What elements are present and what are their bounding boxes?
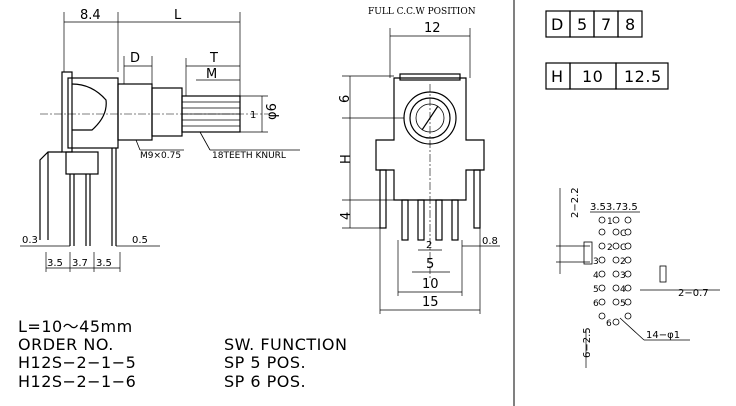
thread-label: M9×0.75 [140,151,181,161]
d-cell-2: 7 [601,15,612,34]
dim-T: T [209,51,218,66]
pitch-3-5-a: 3.5 [47,258,63,269]
dim-8-4: 8.4 [80,8,101,23]
front-view-title: FULL C.C.W POSITION [368,7,476,17]
pin-label-8: 5 [593,285,599,295]
pin-label-6: 4 [593,271,599,281]
side-view: 8.4 L D T M φ6 1 [20,8,300,272]
h-cell-0: H [551,67,564,86]
dim-phi6: φ6 [265,103,280,120]
pitch-3-5-b: 3.5 [96,258,112,269]
d-cell-0: D [551,15,564,34]
dim-0-8: 0.8 [482,236,498,247]
dim-14-phi1: 14−φ1 [646,330,680,341]
sw-function-1: SP 5 POS. [224,353,307,372]
dim-0-3: 0.3 [22,235,38,246]
l-range-note: L=10～45mm [18,317,133,336]
pin-label-1: C [620,229,626,239]
dim-2-0-7: 2−0.7 [678,288,709,299]
spec-table-h: H 10 12.5 [545,62,669,90]
pin-label-5: 2 [620,257,626,267]
pitch-label: 3.53.73.5 [590,202,638,213]
pin-label-0: 1 [607,217,613,227]
pcb-footprint: 2−2.2 3.53.73.5 [556,187,720,368]
pin-label-10: 6 [593,299,599,309]
dim-0-5: 0.5 [132,235,148,246]
d-cell-1: 5 [577,15,588,34]
pin-label-4: 3 [593,257,599,267]
dim-2-2-2: 2−2.2 [570,187,581,218]
h-cell-1: 10 [582,67,603,86]
spec-table-d: D 5 7 8 [545,10,643,38]
dim-H: H [339,154,354,164]
footprint-pins [598,216,632,326]
dim-15: 15 [422,295,439,310]
dim-2: 2 [426,240,432,251]
pin-label-9: 4 [620,285,626,295]
dim-5: 5 [426,257,434,272]
pin-label-7: 3 [620,271,626,281]
pin-label-12: 6 [606,319,612,329]
pin-label-11: 5 [620,299,626,309]
pin-label-2: 2 [607,243,613,253]
pin-label-3: C [620,243,626,253]
front-view: FULL C.C.W POSITION 12 6 H 4 2 [338,7,500,314]
pitch-3-7: 3.7 [72,258,88,269]
dim-10: 10 [422,277,439,292]
dim-1: 1 [250,110,256,121]
h-cell-2: 12.5 [624,67,662,86]
knurl-label: 18TEETH KNURL [212,151,286,161]
dim-6-2-5: 6−2.5 [582,327,593,358]
dim-4-vertical: 4 [339,212,354,220]
sw-function-header: SW. FUNCTION [224,335,348,354]
notes-block: L=10～45mm ORDER NO. H12S−2−1−5 H12S−2−1−… [18,313,418,403]
order-number-2: H12S−2−1−6 [18,372,137,391]
dim-L: L [174,8,182,23]
sw-function-2: SP 6 POS. [224,372,307,391]
dim-M: M [206,67,217,82]
order-header: ORDER NO. [18,335,114,354]
dim-6-vertical: 6 [338,95,353,103]
dim-D: D [130,51,140,66]
d-cell-3: 8 [625,15,636,34]
dim-12: 12 [424,21,441,36]
order-number-1: H12S−2−1−5 [18,353,137,372]
